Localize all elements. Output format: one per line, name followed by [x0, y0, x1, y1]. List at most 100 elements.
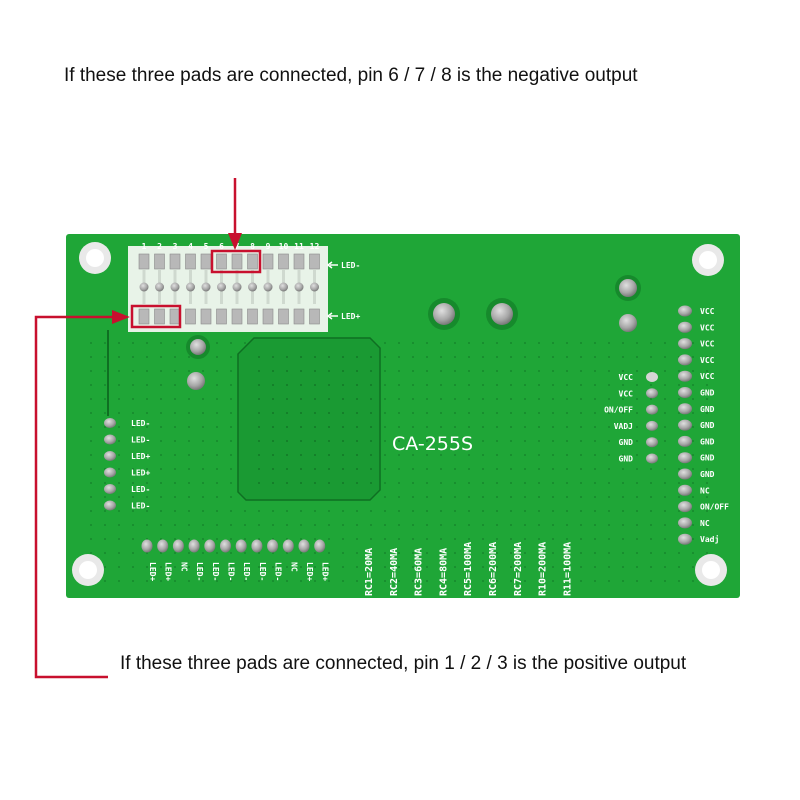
small-header-pin	[646, 437, 658, 448]
resistor-label: R10=200MA	[538, 542, 549, 596]
pin-number-9: 9	[266, 242, 271, 251]
left-header-label: LED-	[131, 485, 150, 494]
jumper-pad-positive	[247, 308, 258, 325]
jumper-pin-pad	[155, 282, 164, 292]
jumper-pad-negative	[169, 253, 181, 270]
right-header-label: GND	[700, 470, 715, 479]
right-header-pin	[678, 452, 692, 464]
caption-negative-output: If these three pads are connected, pin 6…	[64, 65, 638, 86]
small-header-label: GND	[619, 438, 634, 447]
pin-number-5: 5	[204, 242, 209, 251]
left-header-label: LED-	[131, 502, 150, 511]
jumper-pad-positive	[216, 308, 227, 325]
jumper-pin-pad	[248, 282, 257, 292]
jumper-pad-positive	[138, 308, 150, 325]
via-field	[80, 330, 720, 590]
bottom-header-label: LED-	[274, 562, 283, 581]
jumper-pad-negative	[293, 253, 305, 270]
left-header-label: LED+	[131, 452, 150, 461]
resistor-label: RC2=40MA	[389, 548, 400, 596]
small-header-label: VCC	[619, 373, 634, 382]
resistor-label: RC6=200MA	[488, 542, 499, 596]
jumper-pad-negative	[185, 253, 196, 270]
jumper-pad-positive	[169, 308, 181, 325]
right-header-label: GND	[700, 405, 715, 414]
jumper-pin-pad	[294, 282, 304, 292]
right-header-label: GND	[700, 437, 715, 446]
jumper-pin-pad	[279, 282, 288, 292]
right-header-label: ON/OFF	[700, 503, 729, 512]
left-header-label: LED+	[131, 469, 150, 478]
pin-number-7: 7	[235, 242, 240, 251]
right-header-pin	[678, 387, 692, 398]
resistor-label: R11=100MA	[562, 542, 573, 596]
small-header-pin	[646, 453, 658, 464]
jumper-pad-negative	[247, 253, 258, 270]
pin-number-12: 12	[310, 242, 320, 251]
right-header-pin	[678, 305, 692, 317]
right-header-pin	[678, 468, 692, 480]
small-header-label: GND	[619, 455, 634, 464]
right-header-pin	[678, 419, 692, 431]
jumper-pad-positive	[185, 308, 196, 325]
right-header-pin	[678, 321, 692, 333]
bottom-header-pin	[298, 539, 310, 553]
bottom-header-label: LED+	[164, 562, 173, 581]
right-header-label: VCC	[700, 323, 715, 332]
led-minus-bus-label: LED-	[341, 261, 360, 270]
bottom-header-pin	[267, 539, 279, 553]
small-header-pin	[646, 420, 658, 431]
jumper-pin-pad	[139, 282, 149, 292]
arrow-to-negative-jumper	[228, 178, 242, 250]
jumper-pin-pad	[170, 282, 180, 292]
jumper-pin-pad	[217, 282, 226, 292]
bottom-header-label: LED-	[195, 562, 204, 581]
jumper-pad-negative	[278, 253, 289, 270]
bottom-header-pin	[204, 539, 216, 553]
jumper-pad-positive	[154, 308, 165, 325]
jumper-pad-negative	[216, 253, 227, 270]
bottom-header-label: LED+	[305, 562, 314, 581]
right-header-pin	[678, 370, 692, 382]
bottom-header-pin	[282, 539, 294, 553]
left-header-pin	[104, 418, 116, 428]
right-header-pin	[678, 501, 692, 513]
small-header-label: VCC	[619, 389, 634, 398]
small-header-label: VADJ	[614, 422, 633, 431]
jumper-pad-negative	[262, 253, 274, 270]
board-model-label: CA-255S	[392, 433, 473, 455]
resistor-label: RC5=100MA	[463, 542, 474, 596]
jumper-pin-pad	[201, 282, 211, 292]
pin-number-11: 11	[294, 242, 304, 251]
pin-number-1: 1	[142, 242, 147, 251]
small-header-pin	[646, 404, 658, 415]
bottom-header-pin	[141, 539, 153, 553]
right-header-label: GND	[700, 389, 715, 398]
bottom-header-pin	[235, 539, 247, 553]
right-header-pin	[678, 435, 692, 447]
right-header-label: VCC	[700, 340, 715, 349]
left-header-pin	[104, 484, 116, 494]
right-header-pin	[678, 517, 692, 529]
left-header-pin	[104, 451, 116, 461]
pin-number-4: 4	[188, 242, 193, 251]
right-header: VCCVCCVCCVCCVCCGNDGNDGNDGNDGNDGNDNCON/OF…	[678, 305, 729, 545]
right-header-label: GND	[700, 421, 715, 430]
pin-number-3: 3	[173, 242, 178, 251]
right-header-label: NC	[700, 519, 710, 528]
small-header-pin	[646, 372, 658, 382]
right-header-pin	[678, 533, 692, 545]
bottom-header-label: NC	[289, 562, 298, 572]
right-header-label: VCC	[700, 307, 715, 316]
bottom-header-label: LED+	[321, 562, 330, 581]
pin-number-2: 2	[157, 242, 162, 251]
bottom-header-label: LED-	[227, 562, 236, 581]
jumper-pad-negative	[138, 253, 150, 270]
jumper-pad-positive	[200, 308, 212, 325]
jumper-pin-pad	[186, 282, 195, 292]
mounting-holes	[72, 242, 727, 586]
bottom-header-label: LED-	[211, 562, 220, 581]
